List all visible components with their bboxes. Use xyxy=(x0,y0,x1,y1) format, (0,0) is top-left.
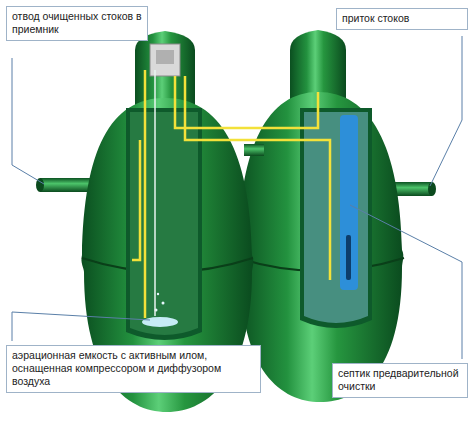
outlet-pipe xyxy=(36,178,90,192)
callout-box: аэрационная емкость с активным илом, осн… xyxy=(6,345,261,393)
callout-box: септик предварительной очистки xyxy=(332,363,468,398)
callout-text: отвод очищенных стоков в приемник xyxy=(12,10,142,36)
callout-text: аэрационная емкость с активным илом, осн… xyxy=(12,349,255,388)
callout-box: приток стоков xyxy=(336,8,468,30)
connecting-pipe xyxy=(244,144,264,156)
callout-box: отвод очищенных стоков в приемник xyxy=(6,6,148,41)
callout-text: приток стоков xyxy=(342,12,462,25)
air-pipes xyxy=(132,70,330,318)
leader-lines xyxy=(12,36,462,359)
callout-text: септик предварительной очистки xyxy=(338,367,462,393)
septic-tank xyxy=(237,30,404,402)
air-pipe xyxy=(154,70,156,316)
